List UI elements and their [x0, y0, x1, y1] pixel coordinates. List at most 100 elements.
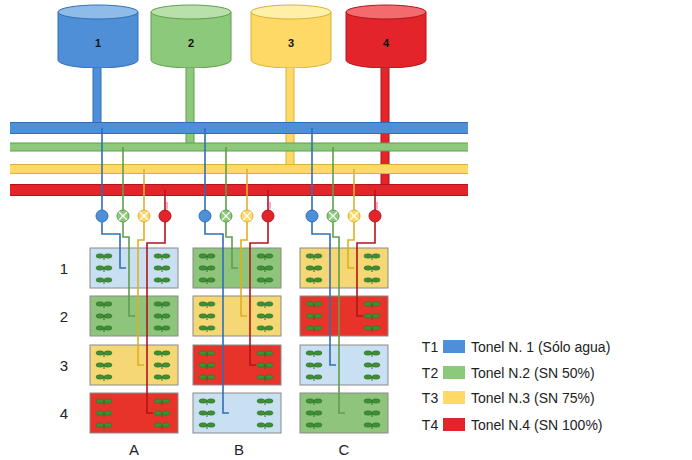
feed-line — [353, 169, 355, 216]
drip-line — [226, 222, 238, 268]
tank-code: T4 — [422, 417, 438, 433]
seedling — [364, 351, 380, 357]
feed-line — [143, 169, 145, 216]
seedling — [306, 411, 322, 417]
seedling — [306, 314, 322, 320]
seedling — [364, 363, 380, 369]
valve-stem — [376, 202, 378, 209]
valve — [117, 210, 129, 222]
legend-text: Tonel N.3 (SN 75%) — [471, 390, 595, 406]
seedling — [306, 423, 322, 429]
legend-swatch — [443, 418, 465, 431]
seedling — [154, 351, 170, 357]
feed-line — [246, 169, 248, 216]
tank-number: 1 — [95, 37, 101, 49]
drip-line — [205, 222, 229, 413]
main-pipe — [10, 185, 468, 195]
drip-line — [123, 222, 135, 316]
legend-swatch — [443, 366, 465, 379]
column-letter: A — [129, 441, 139, 458]
seedling — [199, 266, 215, 272]
main-pipe — [10, 184, 468, 196]
seedling — [257, 278, 273, 284]
column-letter: C — [339, 441, 350, 458]
seedling — [364, 266, 380, 272]
valve-mark — [350, 212, 358, 220]
seedling — [96, 254, 112, 260]
seedling — [154, 266, 170, 272]
seedling — [257, 363, 273, 369]
tank-code: T2 — [422, 365, 438, 381]
seedling — [154, 326, 170, 332]
seedling — [306, 302, 322, 308]
seedling — [257, 351, 273, 357]
seedling — [257, 423, 273, 429]
seedling — [199, 399, 215, 405]
seedling — [364, 375, 380, 381]
seedling — [199, 411, 215, 417]
drip-line — [357, 222, 375, 316]
tank-outlet — [287, 62, 294, 169]
valve — [96, 210, 108, 222]
seedling — [199, 375, 215, 381]
valve-mark — [119, 212, 127, 220]
seedling — [364, 314, 380, 320]
barrel-tank: 3 — [250, 4, 332, 68]
seedling — [364, 326, 380, 332]
seedling — [96, 423, 112, 429]
barrel-shape — [57, 4, 139, 68]
seedling — [306, 326, 322, 332]
plant-tray — [300, 248, 388, 288]
seedling — [257, 254, 273, 260]
seedling — [96, 314, 112, 320]
seedling — [199, 423, 215, 429]
seedling — [96, 351, 112, 357]
legend-text: Tonel N.2 (SN 50%) — [471, 365, 595, 381]
seedling — [199, 314, 215, 320]
seedling — [154, 278, 170, 284]
seedling — [96, 399, 112, 405]
seedling — [257, 411, 273, 417]
seedling — [96, 278, 112, 284]
valve — [369, 210, 381, 222]
seedling — [257, 399, 273, 405]
valve — [241, 210, 253, 222]
barrel-tank: 1 — [57, 4, 139, 68]
main-pipe — [10, 143, 468, 152]
seedling — [364, 423, 380, 429]
seedling — [306, 351, 322, 357]
tank-outlet — [93, 62, 102, 128]
tank-number: 2 — [188, 37, 194, 49]
seedling — [257, 326, 273, 332]
seedling — [154, 302, 170, 308]
drip-line — [333, 222, 345, 413]
seedling — [306, 375, 322, 381]
valve — [159, 210, 171, 222]
plant-tray — [300, 345, 388, 385]
seedling — [96, 375, 112, 381]
drip-line — [312, 222, 336, 365]
barrel-shape — [250, 4, 332, 68]
seedling — [257, 314, 273, 320]
tank-number: 4 — [383, 37, 389, 49]
row-number: 3 — [60, 357, 68, 374]
seedling — [257, 266, 273, 272]
feed-line — [311, 128, 313, 216]
seedling — [96, 363, 112, 369]
seedling — [306, 266, 322, 272]
seedling — [96, 411, 112, 417]
tank-outlet — [94, 62, 101, 128]
legend-text: Tonel N. 1 (Sólo agua) — [471, 339, 610, 355]
plant-tray — [193, 393, 281, 433]
valve-stem — [269, 202, 271, 209]
tank-code: T3 — [422, 390, 438, 406]
seedling — [154, 423, 170, 429]
seedling — [96, 266, 112, 272]
seedling — [96, 326, 112, 332]
seedling — [306, 363, 322, 369]
feed-line — [122, 147, 124, 216]
tank-code: T1 — [422, 339, 438, 355]
seedling — [364, 278, 380, 284]
drip-line — [348, 222, 354, 268]
seedling — [364, 302, 380, 308]
